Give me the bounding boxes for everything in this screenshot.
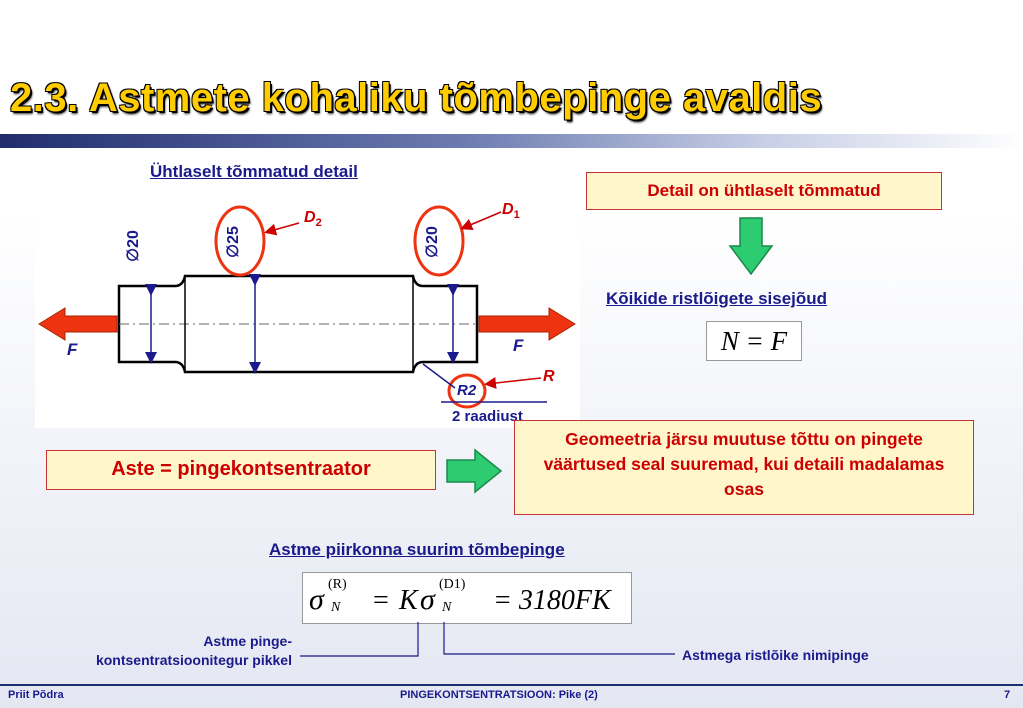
pointer-d1 bbox=[460, 211, 502, 231]
label-d1: D1 bbox=[502, 201, 520, 222]
sigma-1: σ bbox=[309, 583, 324, 616]
aste-box: Aste = pingekontsentraator bbox=[46, 450, 436, 490]
sub-n-2: N bbox=[442, 600, 452, 615]
force-arrow-right bbox=[478, 307, 576, 341]
title-divider bbox=[0, 134, 1023, 148]
k-symbol: K bbox=[399, 585, 418, 616]
note-left: Astme pinge- kontsentratsioonitegur pikk… bbox=[30, 632, 292, 670]
label-force-left: F bbox=[67, 340, 78, 359]
radius-leader bbox=[422, 363, 456, 389]
page-title: 2.3. Astmete kohaliku tõmbepinge avaldis bbox=[10, 76, 823, 120]
dim-label-right-wrap: ∅20 bbox=[422, 222, 456, 262]
geometry-box: Geomeetria järsu muutuse tõttu on pinget… bbox=[514, 420, 974, 515]
note-left-line1: Astme pinge- bbox=[203, 633, 292, 649]
footer-divider bbox=[0, 684, 1023, 686]
footer-author: Priit Põdra bbox=[8, 689, 64, 701]
note-right: Astmega ristlõike nimipinge bbox=[682, 647, 869, 663]
pointer-r bbox=[484, 377, 542, 389]
highlight-r2 bbox=[447, 373, 487, 409]
label-d2: D2 bbox=[304, 209, 322, 230]
force-arrow-left bbox=[38, 307, 118, 341]
bottom-caption: Astme piirkonna suurim tõmbepinge bbox=[269, 540, 565, 559]
radius-text: 2 raadiust bbox=[452, 408, 523, 425]
sub-n-1: N bbox=[331, 600, 341, 615]
equation-sigma: σ (R) N = K σ (D1) N = 3180FK bbox=[302, 572, 632, 624]
pointer-d2 bbox=[264, 222, 300, 236]
sup-r: (R) bbox=[328, 577, 347, 592]
label-force-right: F bbox=[513, 336, 524, 355]
dim-label-mid: ∅25 bbox=[224, 226, 242, 258]
label-r: R bbox=[543, 368, 555, 385]
rhs: = 3180FK bbox=[493, 585, 611, 616]
footer-page-number: 7 bbox=[1004, 689, 1011, 701]
diagram-caption: Ühtlaselt tõmmatud detail bbox=[150, 162, 358, 181]
stepped-shaft bbox=[117, 274, 479, 374]
highlight-d2 bbox=[214, 205, 266, 277]
sisejoud-caption: Kõikide ristlõigete sisejõud bbox=[606, 289, 828, 308]
leader-left bbox=[300, 622, 419, 657]
equation-nf: N = F bbox=[706, 321, 802, 361]
highlight-d1 bbox=[413, 205, 465, 277]
eq-sign: = bbox=[373, 585, 389, 616]
dim-label-left: ∅20 bbox=[124, 230, 142, 262]
dim-label-mid-wrap: ∅25 bbox=[223, 222, 257, 262]
statement-box: Detail on ühtlaselt tõmmatud bbox=[586, 172, 942, 210]
dim-label-left-wrap: ∅20 bbox=[123, 228, 157, 266]
label-r2: R2 bbox=[457, 382, 477, 399]
down-arrow-icon bbox=[728, 217, 774, 276]
shaft-diagram bbox=[35, 198, 580, 428]
sigma-2: σ bbox=[420, 583, 435, 616]
right-arrow-icon bbox=[446, 448, 503, 494]
sup-d1: (D1) bbox=[439, 577, 466, 592]
leader-right bbox=[443, 622, 675, 655]
dim-label-right: ∅20 bbox=[423, 226, 441, 258]
note-left-line2: kontsentratsioonitegur pikkel bbox=[95, 652, 292, 668]
leader-lines bbox=[300, 622, 675, 657]
footer-center: PINGEKONTSENTRATSIOON: Pike (2) bbox=[400, 689, 598, 701]
